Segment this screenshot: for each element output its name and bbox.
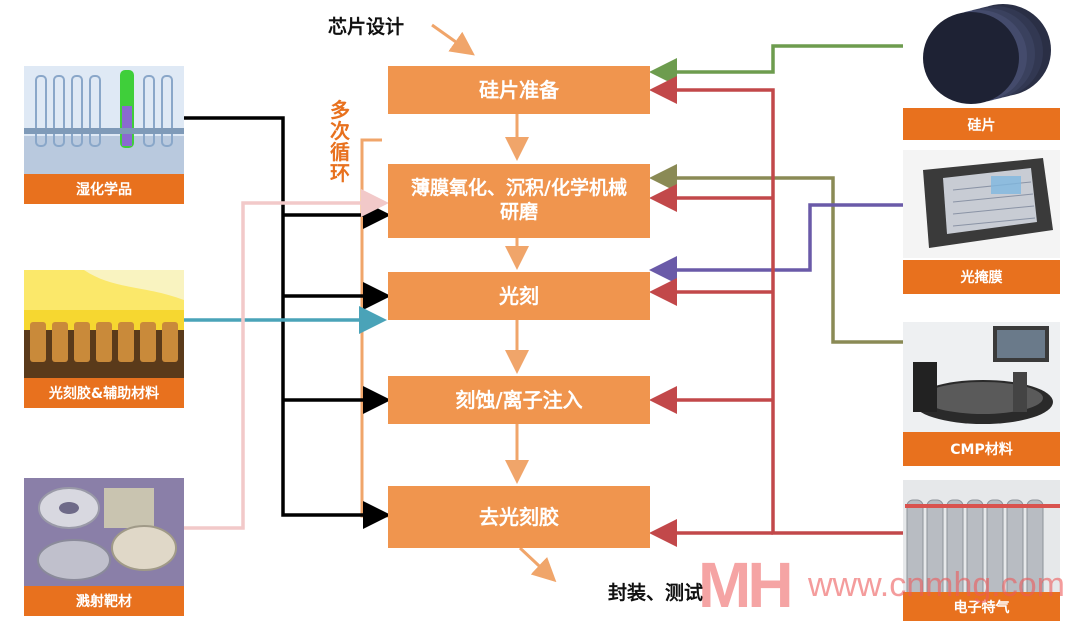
design-label: 芯片设计 — [328, 16, 405, 38]
photoresist-bottles-image — [24, 270, 184, 378]
material-label: CMP材料 — [903, 432, 1060, 466]
wafer-line — [649, 44, 903, 86]
process-lithography: 光刻 — [388, 272, 650, 320]
material-label: 湿化学品 — [24, 174, 184, 204]
sputter-targets-image — [24, 478, 184, 586]
material-label: 溅射靶材 — [24, 586, 184, 616]
package-test-label: 封装、测试 — [608, 582, 704, 604]
process-film-deposition: 薄膜氧化、沉积/化学机械研磨 — [388, 164, 650, 238]
cmp-line — [649, 164, 903, 344]
material-label: 光刻胶&辅助材料 — [24, 378, 184, 408]
watermark-logo: MH — [698, 549, 794, 621]
process-strip-photoresist: 去光刻胶 — [388, 486, 650, 548]
material-label: 硅片 — [903, 108, 1060, 140]
material-photomask: 光掩膜 — [903, 150, 1060, 294]
material-cmp: CMP材料 — [903, 322, 1060, 466]
material-label: 光掩膜 — [903, 260, 1060, 294]
material-electronic-gas: 电子特气 — [903, 480, 1060, 621]
sputter-target-line — [184, 189, 389, 530]
package-arrow — [518, 546, 557, 583]
wet-chemicals-lines — [184, 116, 391, 529]
cmp-machine-image — [903, 322, 1060, 432]
loop-label: 多 次 循 环 — [330, 98, 350, 185]
design-arrow — [431, 23, 475, 56]
gas-lines — [649, 76, 903, 547]
process-etch-implant: 刻蚀/离子注入 — [388, 376, 650, 424]
process-wafer-prep: 硅片准备 — [388, 66, 650, 114]
photomask-image — [903, 150, 1060, 258]
watermark-url: www.cnmhg.com — [808, 566, 1065, 604]
material-sputter-target: 溅射靶材 — [24, 478, 184, 616]
material-wafer: 硅片 — [903, 0, 1060, 140]
material-wet-chemicals: 湿化学品 — [24, 66, 184, 204]
material-label: 电子特气 — [903, 592, 1060, 621]
loop-back-line — [360, 138, 388, 518]
test-tubes-image — [24, 66, 184, 174]
photomask-line — [649, 203, 903, 284]
wafer-stack-image — [903, 0, 1060, 108]
material-photoresist: 光刻胶&辅助材料 — [24, 270, 184, 408]
